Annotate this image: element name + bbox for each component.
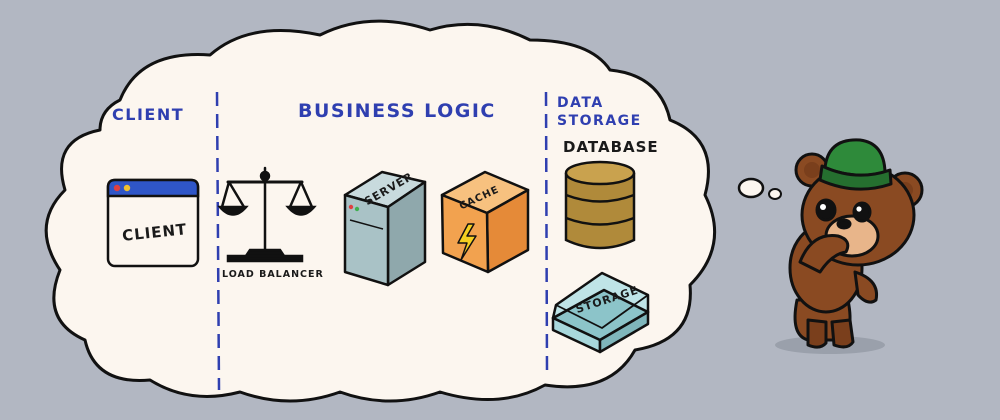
database-label: DATABASE <box>563 138 659 156</box>
thought-bubbles <box>737 177 782 200</box>
section-label-data-storage-line1: DATA <box>557 95 604 111</box>
bear-character <box>775 138 924 354</box>
section-label-client: CLIENT <box>112 105 184 124</box>
divider-client-business <box>215 91 221 391</box>
load-balancer-icon <box>217 166 317 263</box>
thought-bubble-small <box>768 188 782 200</box>
cache-icon <box>440 170 530 274</box>
storage-icon <box>551 271 650 354</box>
divider-business-storage <box>544 91 549 373</box>
server-icon <box>343 170 427 287</box>
database-icon <box>564 160 636 250</box>
client-window-icon: CLIENT <box>106 178 200 268</box>
section-label-data-storage-line2: STORAGE <box>557 113 642 129</box>
load-balancer-label: LOAD BALANCER <box>222 269 324 280</box>
bear-shadow <box>775 336 885 354</box>
thought-bubble-large <box>737 177 765 199</box>
section-label-business-logic: BUSINESS LOGIC <box>298 100 496 122</box>
